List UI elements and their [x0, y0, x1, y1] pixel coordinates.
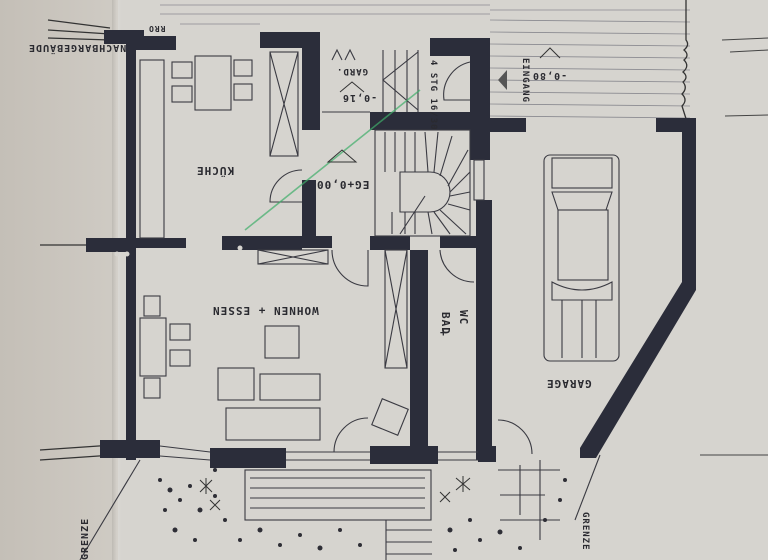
label-neighbor-building: NACHBARGEBÄUDE [28, 42, 127, 53]
entrance-arrow-icon [498, 70, 507, 90]
page-fold [112, 0, 122, 560]
paper-left-page [0, 0, 118, 560]
label-garage: GARAGE [546, 377, 592, 390]
label-boundary-left: GRENZE [80, 517, 91, 560]
label-kitchen: KÜCHE [196, 164, 235, 177]
label-stairs: 4 STG 16/30 [428, 60, 438, 131]
label-rro: RRO [148, 24, 166, 33]
label-wc: WC [457, 310, 470, 326]
label-level-wardrobe: -0,16 [342, 92, 378, 103]
label-level-eg: EG+0,00 [316, 178, 370, 191]
level-markers [326, 47, 561, 163]
label-level-entrance: -0,80 [532, 70, 568, 81]
plant-stars [199, 476, 471, 511]
label-boundary-right: GRENZE [580, 512, 590, 551]
interior-lines [79, 48, 601, 560]
car-drawing [543, 154, 620, 362]
wall-dots [114, 245, 243, 257]
label-bath-plus: + [440, 326, 448, 339]
label-wardrobe: GARD. [336, 66, 369, 76]
label-living-dining: WOHNEN + ESSEN [212, 304, 319, 317]
terrace-hatching [160, 4, 691, 119]
boundary-line-top [681, 0, 689, 126]
label-entrance: EINGANG [520, 58, 530, 103]
vegetation-dots [158, 468, 567, 552]
green-marker-line [244, 89, 421, 231]
walls [86, 30, 696, 468]
dimension-lines-right [700, 37, 768, 456]
